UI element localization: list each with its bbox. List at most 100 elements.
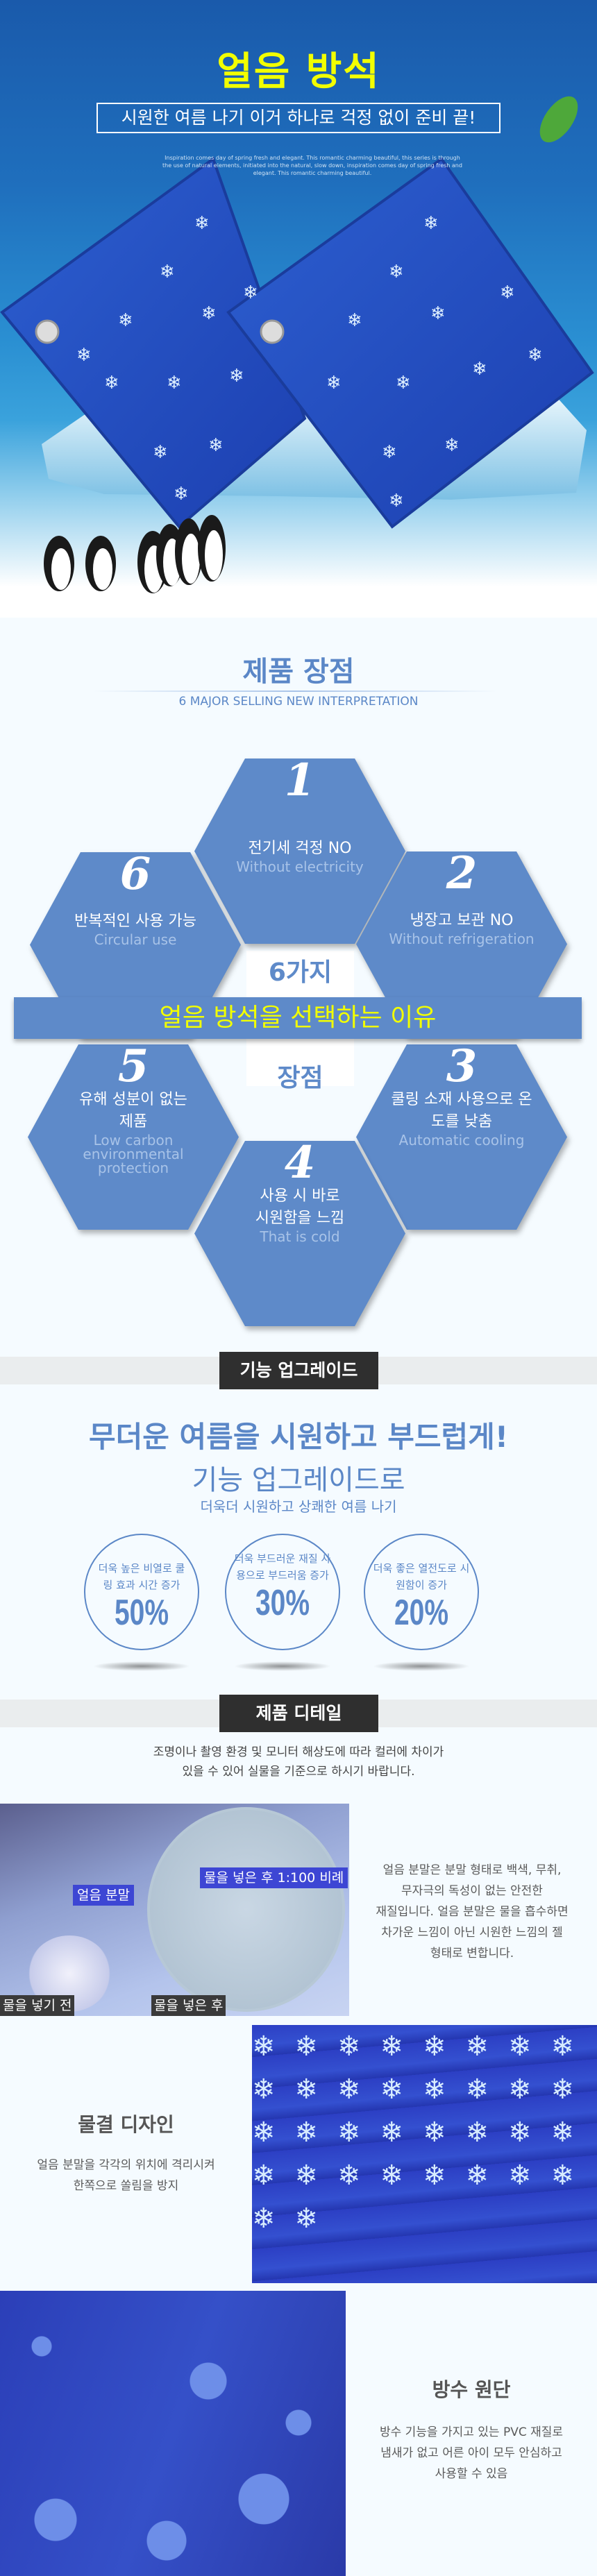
hex-en: Automatic cooling bbox=[398, 1132, 525, 1149]
center-bottom-text: 장점 bbox=[277, 1064, 323, 1092]
svg-text:❄: ❄ bbox=[444, 435, 460, 456]
hero-illustration: ❄❄❄❄❄❄❄❄❄❄❄❄ ❄❄❄❄❄❄❄❄❄❄❄❄ bbox=[0, 96, 594, 593]
powder-description: 얼음 분말은 분말 형태로 백색, 무취, 무자극의 독성이 없는 안전한 재질… bbox=[361, 1860, 583, 1964]
before-water-label: 물을 넣기 전 bbox=[0, 1995, 75, 2016]
svg-text:❄: ❄ bbox=[396, 373, 411, 393]
detail-section-label: 제품 디테일 bbox=[219, 1695, 378, 1732]
leaf-image bbox=[539, 96, 578, 143]
upgrade-headline: 무더운 여름을 시원하고 부드럽게! bbox=[89, 1420, 508, 1454]
reason-banner: 얼음 방석을 선택하는 이유 bbox=[14, 997, 582, 1039]
desc-line: 형태로 변합니다. bbox=[430, 1947, 514, 1960]
upgrade-headline2: 기능 업그레이드로 bbox=[192, 1464, 405, 1496]
snowflake-pattern: ❄❄❄❄❄❄❄❄❄❄❄❄ ❄❄❄❄❄❄❄❄❄❄❄❄ bbox=[76, 213, 543, 511]
hex-number: 2 bbox=[446, 847, 478, 899]
powder-photo: 얼음 분말 물을 넣은 후 1:100 비례 물을 넣기 전 물을 넣은 후 bbox=[0, 1804, 349, 2016]
desc-line: 한쪽으로 쏠림을 방지 bbox=[73, 2179, 179, 2193]
svg-text:❄: ❄ bbox=[347, 310, 362, 331]
svg-text:❄: ❄ bbox=[472, 359, 487, 380]
hex-en: Without refrigeration bbox=[389, 931, 535, 947]
circle-shadow bbox=[373, 1661, 470, 1671]
circle-percent: 20% bbox=[394, 1593, 449, 1633]
hex-ko: 반복적인 사용 가능 bbox=[74, 913, 196, 930]
snowflake-fabric-photo: ❄❄❄❄❄❄❄❄❄❄❄❄❄❄❄❄❄❄❄❄❄❄❄❄❄❄❄❄❄❄❄❄❄❄ bbox=[252, 2025, 597, 2283]
svg-text:❄: ❄ bbox=[194, 213, 210, 234]
svg-text:❄: ❄ bbox=[160, 262, 175, 282]
svg-text:❄: ❄ bbox=[229, 366, 244, 387]
circle-percent: 30% bbox=[255, 1583, 310, 1623]
svg-text:❄: ❄ bbox=[326, 373, 342, 393]
hex-number: 6 bbox=[119, 848, 151, 900]
svg-text:❄: ❄ bbox=[382, 442, 397, 463]
svg-text:❄: ❄ bbox=[174, 484, 189, 505]
desc-line: 사용할 수 있음 bbox=[435, 2467, 508, 2481]
hero-subtitle: 시원한 여름 나기 이거 하나로 걱정 없이 준비 끝! bbox=[96, 103, 501, 133]
svg-text:❄: ❄ bbox=[430, 303, 446, 324]
waterproof-fabric-photo bbox=[0, 2291, 346, 2576]
title-divider bbox=[94, 690, 496, 692]
hex-number: 4 bbox=[284, 1137, 316, 1189]
bowl-image bbox=[147, 1807, 345, 2012]
hex-en: Low carbon environmental protection bbox=[83, 1132, 184, 1176]
color-notice-line2: 있을 수 있어 실물을 기준으로 하시기 바랍니다. bbox=[182, 1765, 415, 1779]
advantages-subtitle: 6 MAJOR SELLING NEW INTERPRETATION bbox=[178, 695, 419, 709]
hex-en: Without electricity bbox=[236, 858, 364, 875]
powder-label: 얼음 분말 bbox=[73, 1885, 134, 1906]
hex-ko: 쿨링 소재 사용으로 온도를 낮춤 bbox=[391, 1091, 532, 1130]
hex-ko: 전기세 걱정 NO bbox=[248, 840, 352, 857]
circle-text: 더욱 부드러운 재질 사용으로 부드러움 증가 bbox=[234, 1552, 331, 1582]
desc-line: 냄새가 없고 어른 아이 모두 안심하고 bbox=[380, 2446, 562, 2460]
wave-design-desc: 얼음 분말을 각각의 위치에 격리시켜 한쪽으로 쏠림을 방지 bbox=[0, 2155, 252, 2196]
circle-text: 더욱 높은 비열로 쿨링 효과 시간 증가 bbox=[98, 1562, 185, 1591]
circle-shadow bbox=[234, 1661, 331, 1671]
svg-text:❄: ❄ bbox=[201, 303, 217, 324]
hex-number: 3 bbox=[446, 1040, 478, 1092]
svg-text:❄: ❄ bbox=[153, 442, 168, 463]
color-notice-line1: 조명이나 촬영 환경 및 모니터 해상도에 따라 컬러에 차이가 bbox=[153, 1745, 444, 1759]
svg-text:❄: ❄ bbox=[167, 373, 182, 393]
svg-text:❄: ❄ bbox=[243, 282, 258, 303]
center-top-text: 6가지 bbox=[268, 958, 333, 987]
ratio-label: 물을 넣은 후 1:100 비례 bbox=[200, 1867, 348, 1888]
hex-ko: 사용 시 바로 시원함을 느낌 bbox=[255, 1187, 345, 1227]
svg-text:❄: ❄ bbox=[76, 345, 92, 366]
wave-design-title: 물결 디자인 bbox=[78, 2113, 174, 2136]
svg-text:❄: ❄ bbox=[104, 373, 119, 393]
svg-text:❄: ❄ bbox=[528, 345, 543, 366]
waterproof-desc: 방수 기능을 가지고 있는 PVC 재질로 냄새가 없고 어른 아이 모두 안심… bbox=[346, 2422, 597, 2484]
hex-ko: 냉장고 보관 NO bbox=[410, 912, 514, 929]
hero-banner: ❄❄❄❄❄❄❄❄❄❄❄❄ ❄❄❄❄❄❄❄❄❄❄❄❄ 얼음 방석 시원한 여름 나… bbox=[0, 0, 597, 618]
desc-line: 재질입니다. 얼음 분말은 물을 흡수하면 bbox=[376, 1905, 569, 1919]
after-water-label: 물을 넣은 후 bbox=[151, 1995, 226, 2016]
hero-title: 얼음 방석 bbox=[217, 49, 380, 94]
upgrade-subline: 더욱더 시원하고 상쾌한 여름 나기 bbox=[200, 1498, 397, 1515]
circle-percent: 50% bbox=[114, 1593, 169, 1633]
hex-ko: 유해 성분이 없는 제품 bbox=[79, 1091, 187, 1130]
desc-line: 얼음 분말은 분말 형태로 백색, 무취, bbox=[382, 1863, 562, 1877]
svg-text:❄: ❄ bbox=[389, 491, 404, 511]
circle-text: 더욱 좋은 열전도로 시원함이 증가 bbox=[373, 1562, 470, 1591]
svg-text:❄: ❄ bbox=[500, 282, 515, 303]
upgrade-section-label: 기능 업그레이드 bbox=[219, 1352, 378, 1389]
penguins-image bbox=[44, 515, 226, 593]
desc-line: 차가운 느낌이 아닌 시원한 느낌의 젤 bbox=[381, 1926, 563, 1940]
desc-line: 무자극의 독성이 없는 안전한 bbox=[401, 1884, 543, 1898]
hex-en: Circular use bbox=[94, 931, 177, 948]
waterproof-title: 방수 원단 bbox=[432, 2378, 511, 2401]
svg-text:❄: ❄ bbox=[389, 262, 404, 282]
desc-line: 방수 기능을 가지고 있는 PVC 재질로 bbox=[379, 2425, 564, 2439]
cushion-right-image bbox=[226, 157, 594, 529]
desc-line: 얼음 분말을 각각의 위치에 격리시켜 bbox=[37, 2158, 215, 2172]
svg-text:❄: ❄ bbox=[423, 213, 439, 234]
circle-shadow bbox=[93, 1661, 190, 1671]
advantages-title: 제품 장점 bbox=[242, 656, 355, 688]
hero-english-text: Inspiration comes day of spring fresh an… bbox=[162, 155, 462, 176]
hex-number: 1 bbox=[284, 754, 316, 806]
svg-text:❄: ❄ bbox=[118, 310, 133, 331]
